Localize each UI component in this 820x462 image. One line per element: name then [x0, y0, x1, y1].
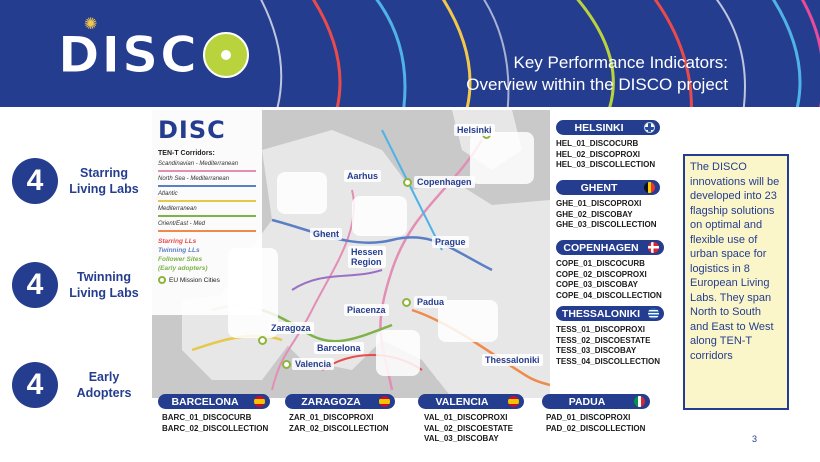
helsinki-partner-cluster [470, 132, 534, 184]
count-badge: 4 [12, 362, 58, 408]
logo-text: DISC [58, 26, 199, 84]
spain-flag-icon [254, 396, 265, 407]
city-copenhagen: Copenhagen [414, 176, 475, 188]
kpi-list: TESS_01_DISCOPROXI TESS_02_DISCOESTATE T… [556, 325, 661, 366]
count-badge: 4 [12, 262, 58, 308]
aarhus-partner-cluster [277, 172, 327, 214]
title-line-1: Key Performance Indicators: [513, 53, 728, 72]
page-title: Key Performance Indicators: Overview wit… [466, 52, 728, 96]
header-banner: ✺ DISC Key Performance Indicators: Overv… [0, 0, 820, 107]
summary-note: The DISCO innovations will be developed … [683, 154, 789, 410]
legend-mission: EU Mission Cities [158, 276, 256, 284]
disc-icon [202, 32, 249, 78]
kpi-header: ZARAGOZA [285, 394, 395, 409]
kpi-header: COPENHAGEN [556, 240, 664, 255]
kpi-header: BARCELONA [158, 394, 270, 409]
kpi-header: HELSINKI [556, 120, 660, 135]
kpi-copenhagen: COPENHAGEN COPE_01_DISCOCURB COPE_02_DIS… [556, 240, 664, 301]
city-prague: Prague [432, 236, 469, 248]
city-aarhus: Aarhus [344, 170, 382, 182]
city-hessen: Hessen Region [348, 246, 387, 268]
kpi-ghent: GHENT GHE_01_DISCOPROXI GHE_02_DISCOBAY … [556, 180, 660, 231]
thessaloniki-partner-cluster [438, 300, 498, 342]
valencia-marker [282, 360, 291, 369]
kpi-header: GHENT [556, 180, 660, 195]
count-badge: 4 [12, 158, 58, 204]
ghent-partner-cluster [352, 196, 407, 236]
title-line-2: Overview within the DISCO project [466, 75, 728, 94]
spain-flag-icon [379, 396, 390, 407]
legend-corridor-2: North Sea - Mediterranean [158, 176, 256, 187]
kpi-header: PADUA [542, 394, 650, 409]
kpi-list: COPE_01_DISCOCURB COPE_02_DISCOPROXI COP… [556, 259, 662, 300]
city-valencia: Valencia [292, 358, 335, 370]
group-label: Twinning Living Labs [69, 270, 139, 300]
kpi-list: HEL_01_DISCOCURB HEL_02_DISCOPROXI HEL_0… [556, 139, 656, 169]
legend-corridor-5: Orient/East - Med [158, 221, 256, 232]
padua-partner-cluster [376, 330, 420, 376]
kpi-zaragoza: ZARAGOZA ZAR_01_DISCOPROXI ZAR_02_DISCOL… [285, 394, 395, 434]
twinning-living-labs-group: 4 Twinning Living Labs [12, 262, 144, 308]
belgium-flag-icon [644, 182, 655, 193]
lightbulb-icon: ✺ [84, 16, 98, 33]
kpi-list: PAD_01_DISCOPROXI PAD_02_DISCOLLECTION [546, 413, 646, 433]
kpi-header: THESSALONIKI [556, 306, 664, 321]
kpi-list: ZAR_01_DISCOPROXI ZAR_02_DISCOLLECTION [289, 413, 389, 433]
finland-flag-icon [644, 122, 655, 133]
legend-follower: Follower Sites [158, 256, 203, 263]
city-zaragoza: Zaragoza [268, 322, 314, 334]
legend-title: TEN-T Corridors: [158, 150, 215, 157]
city-piacenza: Piacenza [344, 304, 389, 316]
kpi-header: VALENCIA [418, 394, 524, 409]
legend-twinning: Twinning LLs [158, 247, 200, 254]
kpi-padua: PADUA PAD_01_DISCOPROXI PAD_02_DISCOLLEC… [542, 394, 650, 434]
group-label: Early Adopters [76, 370, 132, 400]
kpi-valencia: VALENCIA VAL_01_DISCOPROXI VAL_02_DISCOE… [418, 394, 524, 445]
padua-marker [402, 298, 411, 307]
legend-corridor-1: Scandinavian - Mediterranean [158, 161, 256, 172]
page-number: 3 [752, 434, 758, 444]
city-thessaloniki: Thessaloniki [482, 354, 543, 366]
legend-corridor-4: Mediterranean [158, 206, 256, 217]
italy-flag-icon [634, 396, 645, 407]
city-ghent: Ghent [310, 228, 342, 240]
legend-starring: Starring LLs [158, 238, 197, 245]
kpi-barcelona: BARCELONA BARC_01_DISCOCURB BARC_02_DISC… [158, 394, 270, 434]
header-decor-arcs [260, 0, 820, 107]
legend-early: (Early adopters) [158, 265, 208, 272]
city-padua: Padua [414, 296, 448, 308]
legend-logo: DISC [158, 116, 226, 144]
kpi-list: VAL_01_DISCOPROXI VAL_02_DISCOESTATE VAL… [424, 413, 513, 443]
greece-flag-icon [648, 308, 659, 319]
starring-living-labs-group: 4 Starring Living Labs [12, 158, 144, 204]
kpi-list: GHE_01_DISCOPROXI GHE_02_DISCOBAY GHE_03… [556, 199, 657, 229]
legend-corridor-3: Atlantic [158, 191, 256, 202]
mission-city-icon [158, 276, 166, 284]
denmark-flag-icon [648, 242, 659, 253]
spain-flag-icon [508, 396, 519, 407]
kpi-helsinki: HELSINKI HEL_01_DISCOCURB HEL_02_DISCOPR… [556, 120, 660, 171]
city-barcelona: Barcelona [314, 342, 364, 354]
early-adopters-group: 4 Early Adopters [12, 362, 144, 408]
kpi-thessaloniki: THESSALONIKI TESS_01_DISCOPROXI TESS_02_… [556, 306, 664, 367]
group-label: Starring Living Labs [69, 166, 139, 196]
disco-logo: DISC [58, 28, 249, 82]
city-helsinki: Helsinki [454, 124, 495, 136]
copenhagen-marker [403, 178, 412, 187]
barcelona-marker [258, 336, 267, 345]
map-legend: DISC TEN-T Corridors: Scandinavian - Med… [152, 110, 262, 315]
kpi-list: BARC_01_DISCOCURB BARC_02_DISCOLLECTION [162, 413, 269, 433]
